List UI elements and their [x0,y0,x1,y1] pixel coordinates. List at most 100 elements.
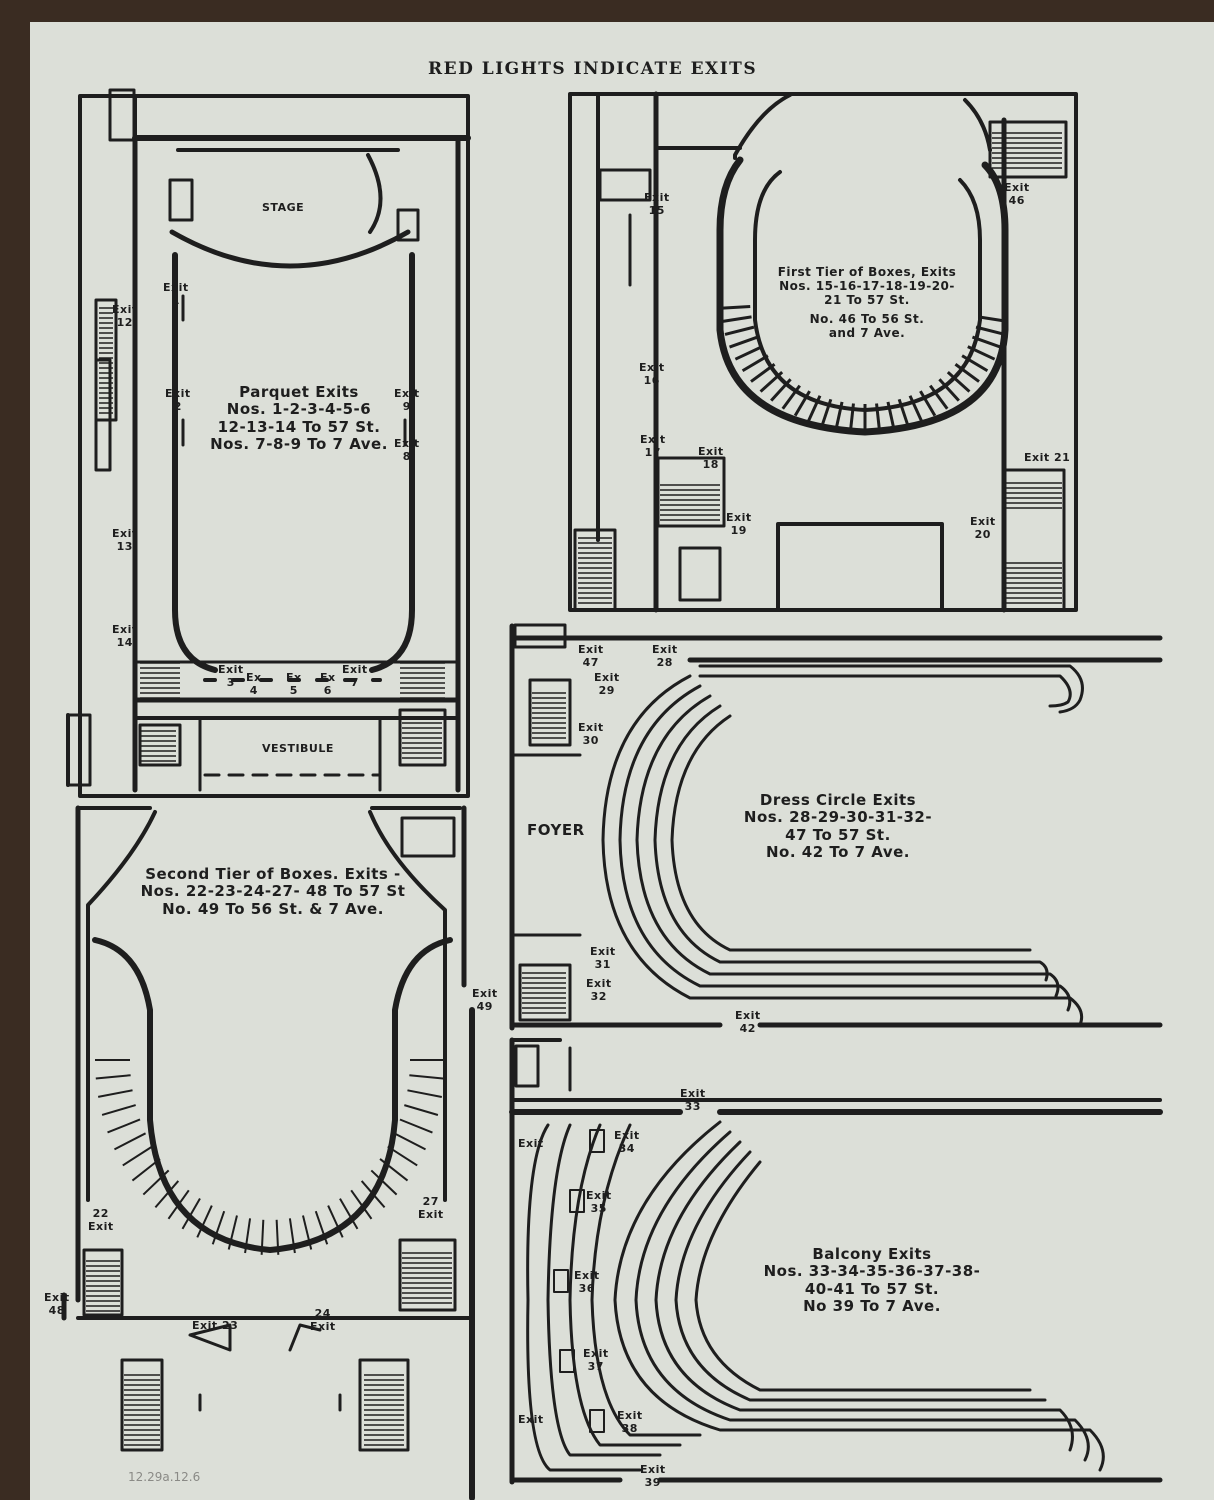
box-partition [154,1180,180,1209]
box-partition [327,1205,344,1238]
first-tier-line: 21 To 57 St. [824,292,910,307]
balcony-title: Balcony Exits [812,1245,932,1263]
exit-marker-text: Exit [394,387,420,400]
box-partition [750,363,776,383]
exit-marker-text: Exit [310,1319,336,1333]
exit-marker-text: 6 [323,683,332,697]
dress-circle-plan [509,623,1163,1031]
exit-marker-text: 29 [598,683,615,697]
box-partition [741,354,769,373]
box-partition [793,390,811,417]
exit-marker-text: Exit [698,445,724,458]
exit-marker-text: 3 [226,675,235,689]
box-partition [399,1118,433,1134]
parquet-line: Nos. 7-8-9 To 7 Ave. [210,434,388,453]
box-partition [181,1198,201,1230]
box-partition [227,1215,238,1250]
box-partition [978,315,1009,323]
box-partition [350,1189,373,1220]
box-partition [954,363,980,383]
box-partition [404,1104,439,1116]
exit-marker-text: Ex [320,671,336,684]
parquet-line: 12-13-14 To 57 St. [217,417,381,436]
box-partition [379,1158,409,1182]
exit-marker-41: Exit [518,1413,544,1427]
box-partition [721,315,752,323]
exit-marker-text: 37 [587,1359,604,1373]
box-partition [834,401,844,430]
box-partition [339,1198,359,1230]
box-partition [875,403,882,432]
first-tier-line: No. 46 To 56 St. [809,312,925,327]
exit-marker-text: 24 [314,1307,331,1320]
box-partition [975,325,1006,336]
parquet-title: Parquet Exits [239,383,359,401]
stage-label: STAGE [262,201,305,214]
box-partition [770,378,792,402]
exit-marker-text: 27 [422,1195,439,1208]
box-partition [961,354,989,373]
exit-marker-text: 39 [644,1475,661,1489]
parquet-line: Nos. 1-2-3-4-5-6 [226,400,372,419]
box-partition [244,1218,252,1254]
exit-marker-text: Exit [640,1463,666,1476]
exit-marker-text: Exit [614,1129,640,1142]
box-partition [107,1118,141,1134]
exit-marker-text: 8 [402,449,411,463]
dress-circle-caption: Dress Circle Exits Nos. 28-29-30-31-32- … [732,791,944,861]
exit-marker-text: Ex [286,671,302,684]
box-partition [360,1180,386,1209]
exit-marker-text: Exit [342,663,368,676]
exit-marker-text: Exit [970,515,996,528]
exit-marker-text: Exit [617,1409,643,1422]
exit-marker-text: Exit [726,511,752,524]
exit-marker-text: 2 [173,399,182,413]
box-partition [908,395,924,423]
balcony-plan [509,1037,1163,1485]
exit-marker-text: 49 [476,999,493,1013]
box-partition [370,1169,398,1196]
first-tier-caption: First Tier of Boxes, Exits Nos. 15-16-17… [756,265,978,341]
exit-marker-text: Exit 21 [1024,451,1071,464]
box-partition [314,1210,329,1245]
box-partition [275,1219,280,1255]
exit-marker-text: Exit [218,663,244,676]
first-tier-title: First Tier of Boxes, Exits [777,265,957,279]
second-tier-caption: Second Tier of Boxes. Exits - Nos. 22-23… [128,865,418,918]
exit-marker-text: Exit [594,671,620,684]
box-partition [131,1158,161,1182]
exit-marker-text: Exit [472,987,498,1000]
page-header: RED LIGHTS INDICATE EXITS [428,59,758,79]
box-partition [142,1169,170,1196]
exit-marker-text: 42 [739,1021,756,1035]
box-partition [113,1132,147,1151]
box-partition [393,1132,426,1151]
box-partition [848,403,855,432]
exit-marker-21: Exit 21 [1024,451,1071,465]
box-partition [897,398,910,427]
box-partition [971,335,1001,349]
exit-marker-text: Exit [165,387,191,400]
exit-marker-text: Exit [394,437,420,450]
box-partition [211,1210,226,1245]
balcony-line: 40-41 To 57 St. [804,1279,940,1298]
